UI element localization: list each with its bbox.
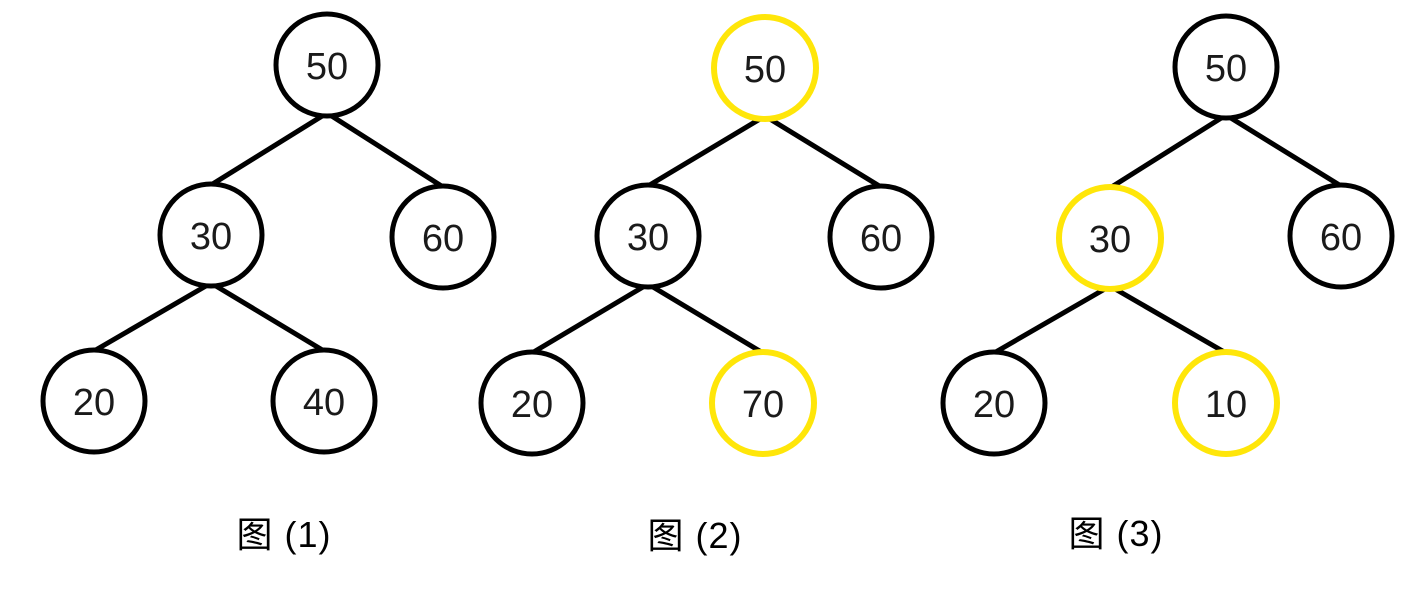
tree-node-value: 50 [306, 46, 348, 88]
tree-node-value: 30 [627, 217, 669, 259]
tree-edge [646, 281, 765, 356]
tree-node-30 [594, 182, 702, 290]
tree-node-value: 30 [1089, 219, 1131, 261]
tree-node-value: 60 [422, 218, 464, 260]
figure-label-1: 图 (1) [236, 514, 332, 555]
tree-node-20 [478, 349, 586, 457]
tree-node-40 [270, 347, 378, 455]
tree-node-50 [273, 11, 381, 119]
tree-edge [763, 113, 883, 190]
tree-node-10-highlighted [1172, 349, 1280, 457]
tree-edge [530, 281, 650, 356]
tree-edge [1108, 283, 1228, 356]
tree-node-60 [827, 183, 935, 291]
tree-node-value: 60 [1320, 217, 1362, 259]
tree-node-value: 70 [742, 384, 784, 426]
tree-node-60 [1287, 182, 1395, 290]
tree-edge [209, 280, 326, 354]
tree-node-value: 30 [190, 216, 232, 258]
tree-node-20 [40, 347, 148, 455]
tree-edge [992, 283, 1112, 356]
tree-figure-2: 50 30 60 20 70 [478, 14, 935, 457]
tree-node-30 [157, 181, 265, 289]
tree-node-value: 60 [860, 218, 902, 260]
tree-node-value: 20 [511, 384, 553, 426]
tree-node-60 [389, 183, 497, 291]
tree-edge [1224, 112, 1343, 189]
tree-edge [209, 110, 329, 188]
tree-node-value: 50 [744, 49, 786, 91]
tree-node-70-highlighted [709, 349, 817, 457]
tree-node-50 [1172, 13, 1280, 121]
tree-figure-1: 50 30 60 20 40 [40, 11, 497, 455]
tree-edge [646, 113, 767, 189]
figure-label-2: 图 (2) [647, 515, 743, 556]
tree-edge [1108, 112, 1228, 191]
tree-node-value: 40 [303, 382, 345, 424]
figure-label-3: 图 (3) [1068, 513, 1164, 554]
tree-node-value: 10 [1205, 384, 1247, 426]
tree-node-value: 20 [73, 382, 115, 424]
tree-node-20 [940, 349, 1048, 457]
tree-node-value: 20 [973, 384, 1015, 426]
tree-node-value: 50 [1205, 48, 1247, 90]
tree-edge [92, 280, 213, 354]
tree-node-30-highlighted [1056, 184, 1164, 292]
tree-node-50-highlighted [711, 14, 819, 122]
tree-figure-3: 50 30 60 20 10 [940, 13, 1395, 457]
tree-edge [325, 110, 445, 190]
